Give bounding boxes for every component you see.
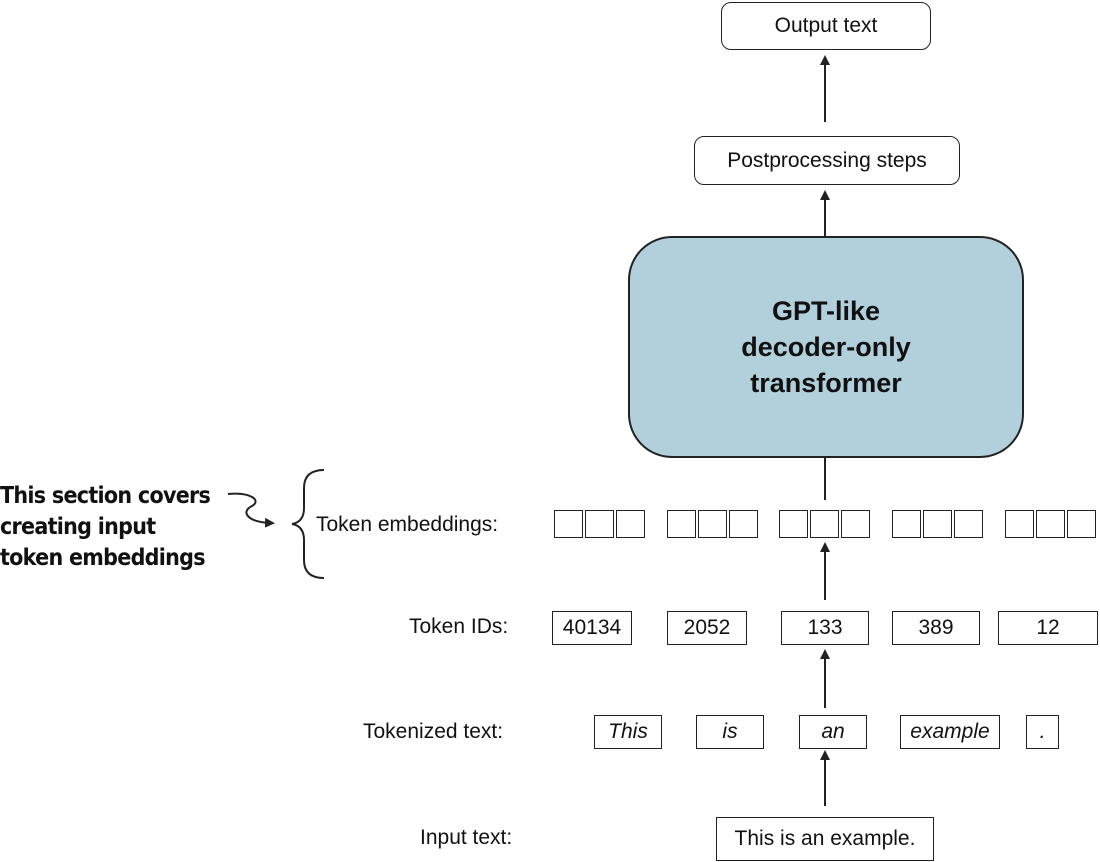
embedding-cell — [810, 510, 839, 538]
embedding-vector-5 — [1005, 510, 1098, 538]
annotation-squiggle-arrow — [227, 492, 275, 528]
input-text-box: This is an example. — [716, 817, 934, 861]
embedding-cell — [729, 510, 758, 538]
label-tokenized-text: Tokenized text: — [363, 720, 504, 743]
embedding-vector-4 — [892, 510, 985, 538]
embedding-cell — [585, 510, 614, 538]
postprocessing-box: Postprocessing steps — [694, 136, 960, 185]
label-token-ids: Token IDs: — [409, 615, 509, 638]
embedding-cell — [779, 510, 808, 538]
embedding-cell — [1005, 510, 1034, 538]
output-text-box: Output text — [721, 2, 931, 50]
embedding-vector-2 — [667, 510, 760, 538]
token-id-box: 40134 — [552, 611, 632, 645]
token-id-box: 12 — [998, 611, 1098, 645]
token-id-box: 389 — [892, 611, 980, 645]
embedding-cell — [554, 510, 583, 538]
transformer-block: GPT-like decoder-only transformer — [628, 236, 1024, 458]
token-box: example — [900, 715, 1000, 749]
token-box: is — [696, 715, 764, 749]
embedding-cell — [667, 510, 696, 538]
embedding-cell — [698, 510, 727, 538]
embedding-cell — [923, 510, 952, 538]
embedding-cell — [892, 510, 921, 538]
token-id-box: 2052 — [667, 611, 747, 645]
transformer-title-line2: decoder-only — [741, 332, 911, 362]
token-box: an — [799, 715, 867, 749]
token-box: . — [1026, 715, 1059, 749]
embedding-vector-1 — [554, 510, 647, 538]
transformer-title-line1: GPT-like — [771, 296, 881, 326]
embedding-cell — [1067, 510, 1096, 538]
embedding-cell — [841, 510, 870, 538]
embedding-cell — [1036, 510, 1065, 538]
label-input-text: Input text: — [420, 826, 513, 849]
embedding-cell — [616, 510, 645, 538]
embedding-vector-3 — [779, 510, 872, 538]
token-id-box: 133 — [781, 611, 869, 645]
label-token-embeddings: Token embeddings: — [316, 513, 499, 536]
annotation-line1: This section covers — [0, 483, 211, 509]
section-annotation: This section covers creating input token… — [0, 481, 211, 574]
annotation-line3: token embeddings — [0, 545, 206, 571]
token-box: This — [594, 715, 662, 749]
embedding-cell — [954, 510, 983, 538]
annotation-line2: creating input — [0, 514, 156, 540]
transformer-title-line3: transformer — [750, 368, 902, 398]
